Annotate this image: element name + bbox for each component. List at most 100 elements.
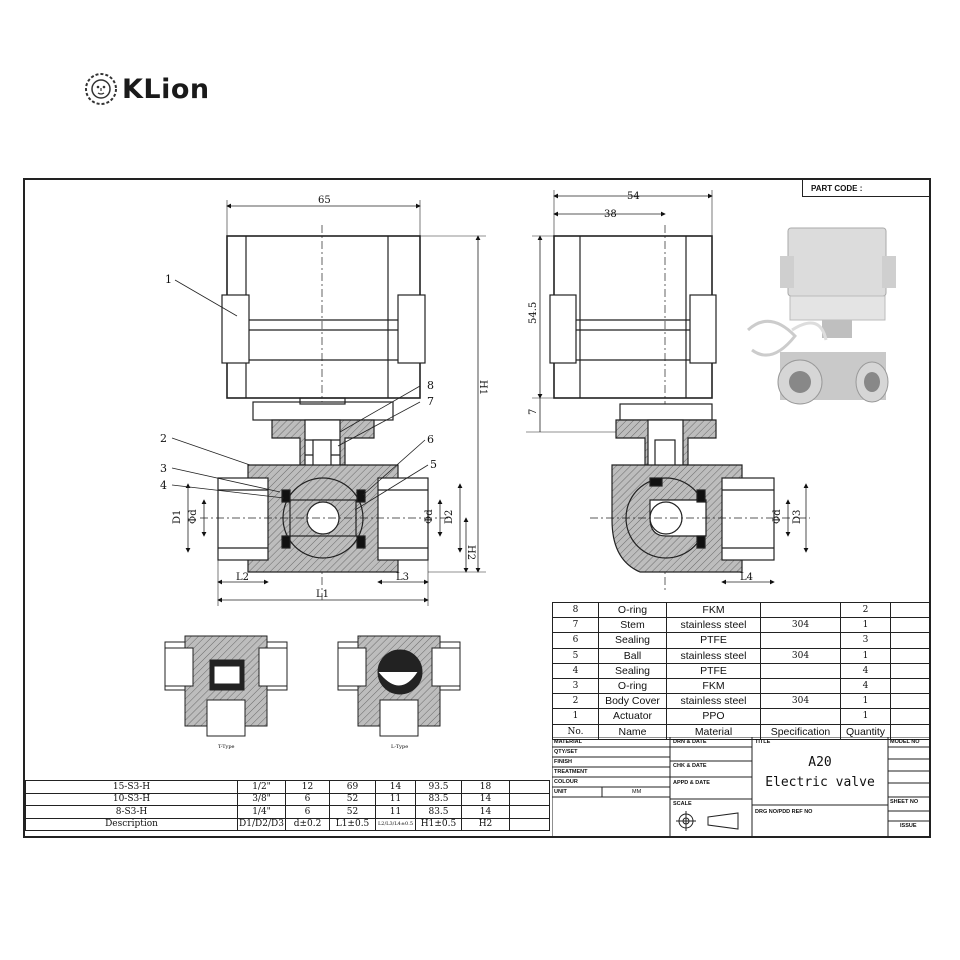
bom-name: Sealing <box>598 632 667 649</box>
bom-header-qty: Quantity <box>840 723 891 740</box>
spec-header-cell: L2/L3/L4±0.5 <box>375 817 416 831</box>
tb-finish: FINISH <box>554 759 573 765</box>
spec-cell: 3/8" <box>237 792 286 806</box>
svg-text:L2: L2 <box>236 572 249 583</box>
spec-cell: 6 <box>285 805 330 819</box>
spec-cell: 14 <box>461 805 510 819</box>
bom-qty: 2 <box>840 601 891 619</box>
bom-blank <box>890 601 931 619</box>
svg-text:7: 7 <box>427 395 434 408</box>
t-type-section <box>164 635 288 737</box>
front-view <box>171 200 486 606</box>
svg-text:H1: H1 <box>477 380 488 395</box>
bom-blank <box>890 677 931 695</box>
part-code-label: PART CODE : <box>802 180 930 197</box>
spec-cell: 11 <box>375 792 416 806</box>
svg-text:8: 8 <box>427 379 434 392</box>
spec-cell: 52 <box>329 792 376 806</box>
svg-text:7: 7 <box>528 409 539 415</box>
tb-sheet-no: SHEET NO <box>890 799 919 805</box>
bom-material: stainless steel <box>666 693 761 710</box>
spec-cell: 83.5 <box>415 805 462 819</box>
svg-text:Φd: Φd <box>424 509 435 524</box>
l-type-section <box>337 635 461 737</box>
tb-colour: COLOUR <box>554 779 578 785</box>
bom-name: Body Cover <box>598 693 667 710</box>
tb-unit-value: MM <box>632 789 642 795</box>
tb-drg-no: DRG NO/PDD REF NO <box>755 809 813 815</box>
bom-no: 1 <box>552 708 599 725</box>
tb-chk-date: CHK & DATE <box>673 763 707 769</box>
svg-text:D1: D1 <box>172 510 183 524</box>
bom-material: stainless steel <box>666 647 761 664</box>
spec-blank <box>509 780 550 794</box>
bom-qty: 1 <box>840 617 891 634</box>
svg-text:2: 2 <box>160 432 167 445</box>
svg-text:5: 5 <box>430 458 437 471</box>
svg-text:L4: L4 <box>740 572 753 583</box>
t-type-caption: T-Type <box>218 744 235 750</box>
svg-text:D3: D3 <box>792 510 803 524</box>
spec-cell: 52 <box>329 805 376 819</box>
lion-head-icon <box>85 73 117 105</box>
svg-text:4: 4 <box>160 479 167 492</box>
bom-spec <box>760 677 841 695</box>
tb-scale: SCALE <box>673 801 692 807</box>
tb-title-label: TITLE <box>755 739 771 745</box>
bom-spec: 304 <box>760 647 841 664</box>
tb-model-no: MODEL NO <box>890 739 920 745</box>
bom-material: PTFE <box>666 632 761 649</box>
bom-blank <box>890 647 931 664</box>
bom-spec: 304 <box>760 617 841 634</box>
svg-text:Φd: Φd <box>772 509 783 524</box>
side-view-labels: 54 38 54.5 7 L4 Φd D3 <box>528 191 803 583</box>
bom-name: O-ring <box>598 601 667 619</box>
spec-cell: 10-S3-H <box>25 792 238 806</box>
tb-issue: ISSUE <box>900 823 917 829</box>
bom-blank <box>890 723 931 740</box>
bom-header-spec: Specification <box>760 723 841 740</box>
product-photo <box>746 227 896 405</box>
spec-cell: 83.5 <box>415 792 462 806</box>
tb-qty-set: QTY/SET <box>554 749 578 755</box>
tb-material: MATERIAL <box>554 739 583 745</box>
spec-header-cell: d±0.2 <box>285 817 330 831</box>
svg-text:3: 3 <box>160 462 167 475</box>
bom-qty: 1 <box>840 693 891 710</box>
svg-text:D2: D2 <box>444 510 455 524</box>
bom-name: Actuator <box>598 708 667 725</box>
bom-name: Sealing <box>598 662 667 679</box>
bom-name: Stem <box>598 617 667 634</box>
svg-text:H2: H2 <box>465 545 476 560</box>
bom-spec <box>760 708 841 725</box>
bom-no: 2 <box>552 693 599 710</box>
svg-text:1: 1 <box>165 273 172 286</box>
bom-no: 5 <box>552 647 599 664</box>
bom-blank <box>890 708 931 725</box>
tb-drn-date: DRN & DATE <box>673 739 707 745</box>
svg-text:Φd: Φd <box>188 509 199 524</box>
spec-cell: 18 <box>461 780 510 794</box>
tb-title-line2: Electric valve <box>765 775 875 790</box>
tb-appd-date: APPD & DATE <box>673 780 710 786</box>
bom-name: Ball <box>598 647 667 664</box>
spec-cell: 14 <box>375 780 416 794</box>
bom-qty: 4 <box>840 662 891 679</box>
spec-cell: 6 <box>285 792 330 806</box>
svg-text:L3: L3 <box>396 572 409 583</box>
bom-material: PPO <box>666 708 761 725</box>
bom-no: 3 <box>552 677 599 695</box>
l-type-caption: L-Type <box>391 744 408 750</box>
spec-cell: 1/4" <box>237 805 286 819</box>
